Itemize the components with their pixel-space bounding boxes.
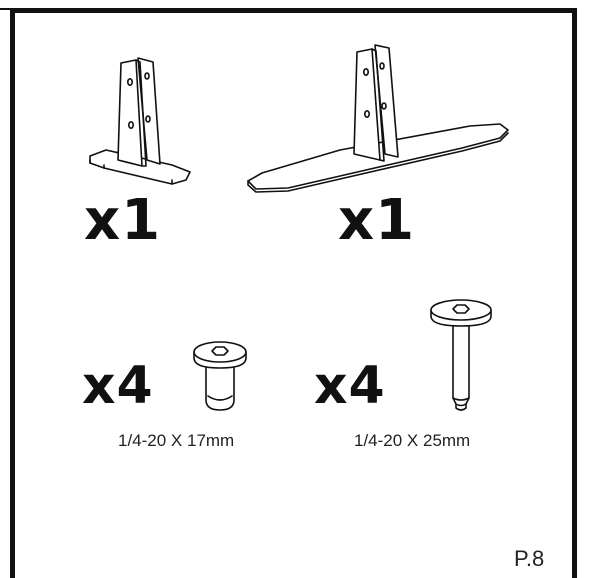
page-number: P.8 (514, 546, 545, 571)
short-screw-icon (193, 341, 247, 411)
long-screw-icon (430, 299, 492, 411)
long-base-stand (247, 44, 509, 193)
page-frame (10, 8, 577, 578)
small-bracket-quantity: x1 (84, 188, 162, 253)
long-screw-spec: 1/4-20 X 25mm (354, 431, 471, 450)
small-stand-bracket (89, 57, 191, 185)
long-screw-quantity: x4 (314, 356, 386, 416)
short-screw-spec: 1/4-20 X 17mm (118, 431, 235, 450)
short-screw-quantity: x4 (82, 356, 154, 416)
long-base-quantity: x1 (338, 188, 416, 253)
frame-corner-tick (0, 8, 14, 10)
